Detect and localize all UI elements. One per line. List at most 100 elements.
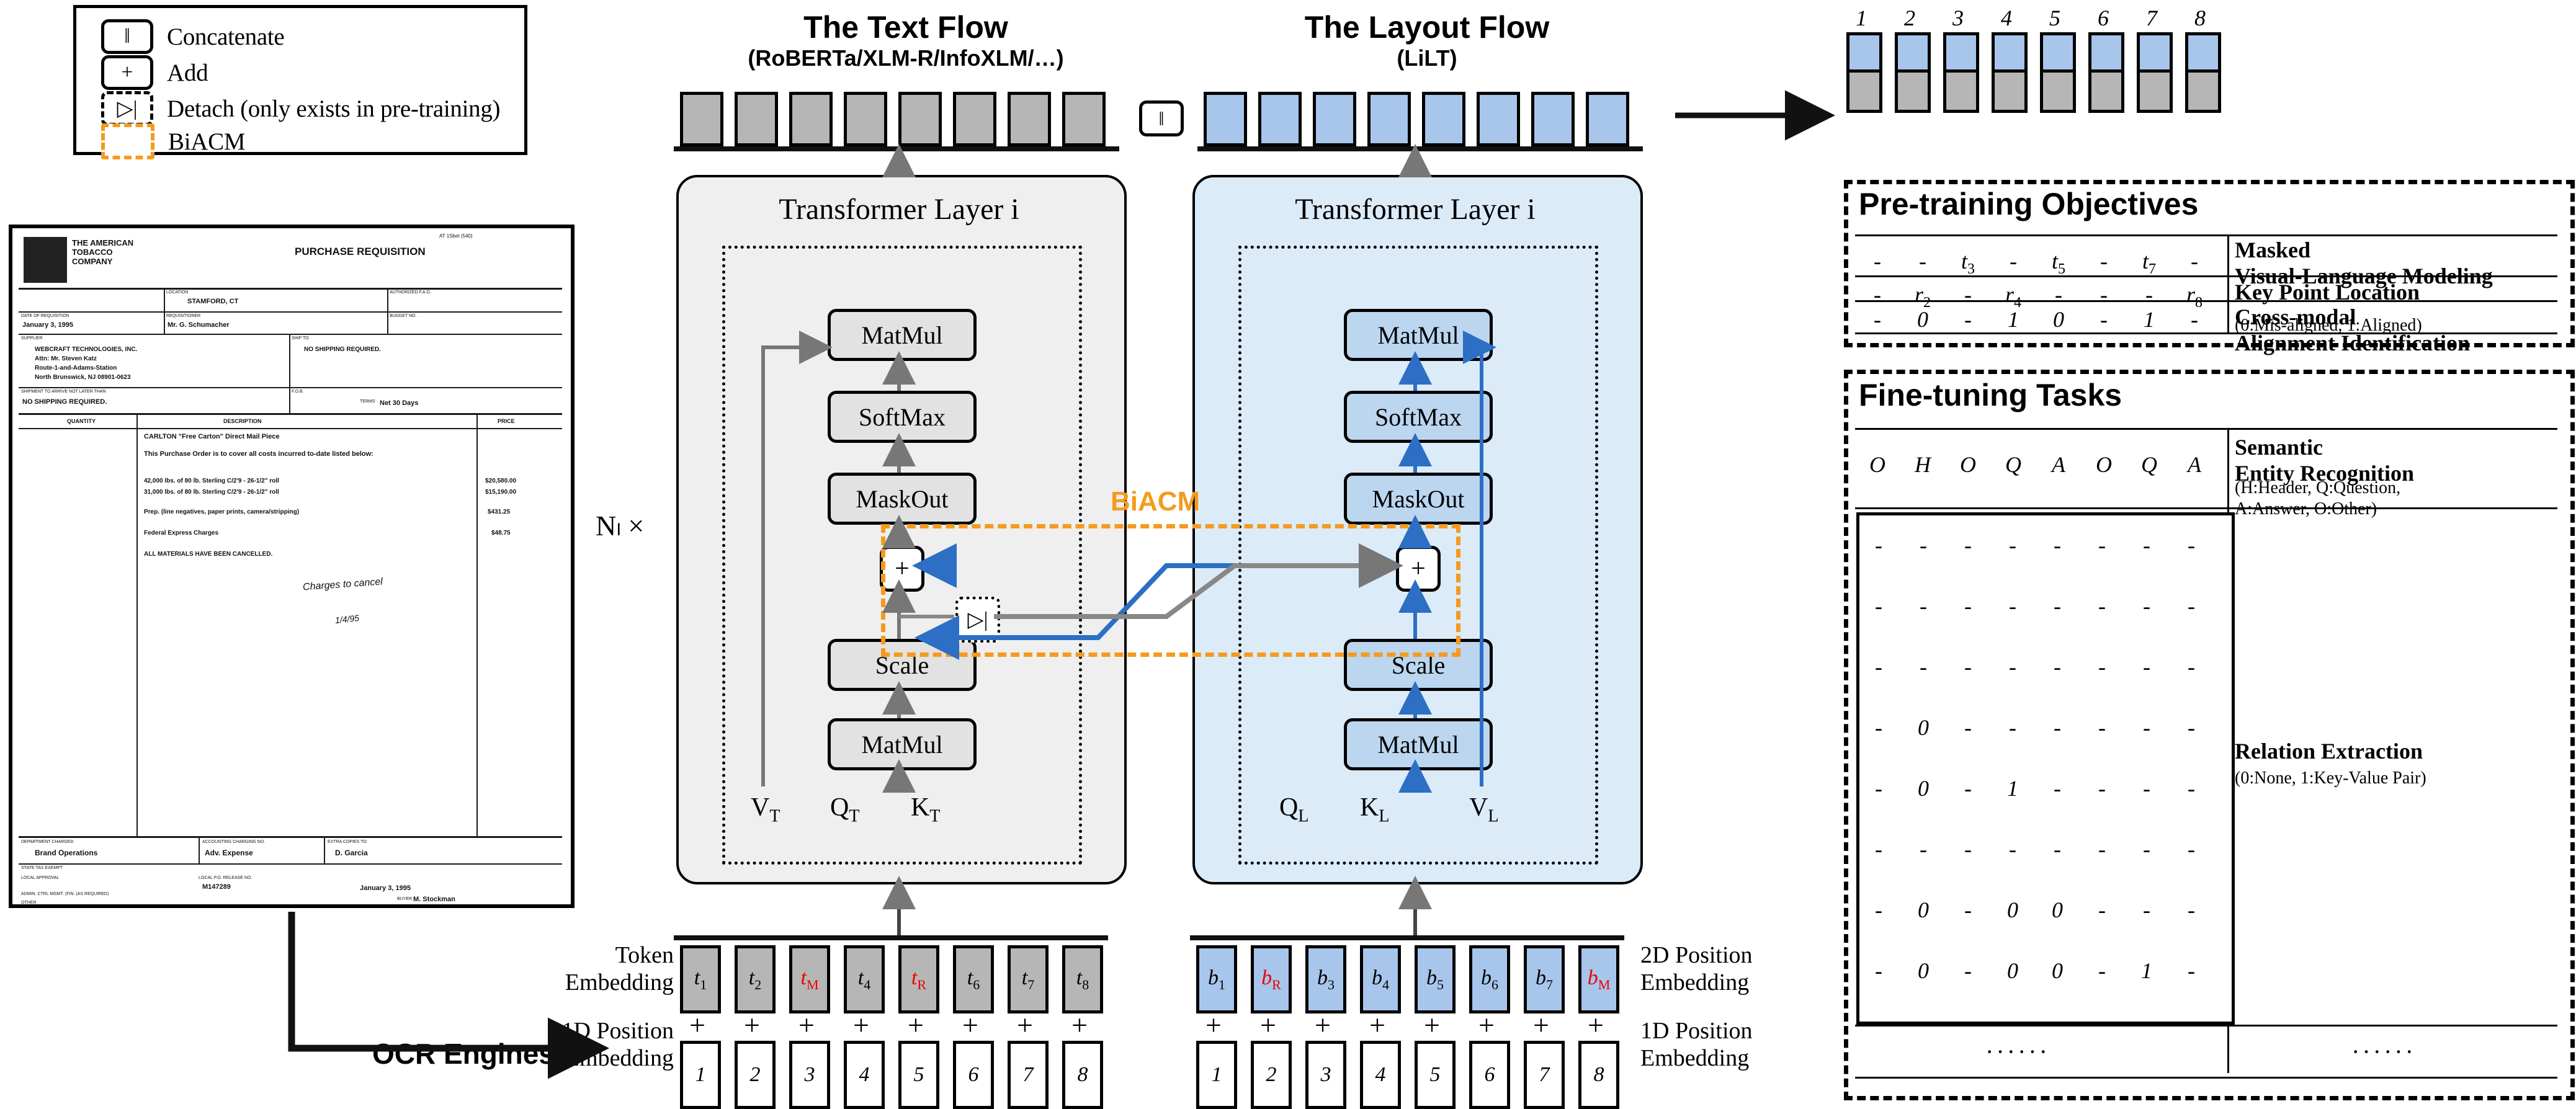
footer-label-other: OTHER [21, 901, 37, 905]
re-cell: 0 [1918, 776, 1929, 801]
table-cell-price: $20,580.00 [485, 478, 517, 484]
re-cell: - [2188, 715, 2195, 740]
legend-label-add: Add [167, 59, 208, 86]
pretraining-cell: t5 [2051, 249, 2065, 278]
re-cell: 0 [2007, 958, 2018, 983]
layout-input-v: VL [1469, 793, 1499, 826]
re-label: Relation Extraction [2235, 739, 2423, 764]
company-name: THE AMERICAN TOBACCO COMPANY [72, 238, 134, 266]
pretraining-cell: 1 [2144, 307, 2155, 332]
pretraining-cell: - [1874, 282, 1881, 307]
pretraining-cell: - [2191, 307, 2198, 332]
ser-cell: O [2096, 452, 2112, 477]
text-flow-subtitle: (RoBERTa/XLM-R/InfoXLM/…) [748, 45, 1064, 71]
re-cell: - [1964, 533, 1972, 558]
output-bar-number: 6 [2098, 6, 2109, 30]
re-cell: - [1964, 654, 1972, 679]
pos2d-embedding-label-right: 2D Position Embedding [1640, 942, 1753, 995]
re-cell: 0 [2052, 897, 2063, 922]
plus-symbol: + [1478, 1009, 1495, 1041]
re-cell: - [1920, 533, 1927, 558]
re-cell: - [1964, 715, 1972, 740]
footer-value-buyer: M. Stockman [413, 896, 455, 903]
layout-flow-header: The Layout Flow (LiLT) [1191, 10, 1663, 72]
re-cell: - [1964, 837, 1972, 862]
re-cell: 0 [2007, 897, 2018, 922]
re-cell: - [2143, 533, 2150, 558]
layout-output-token [1477, 92, 1520, 146]
text-op-matmul-top: MatMul [828, 309, 977, 361]
layout-embedding-underline [1190, 935, 1624, 940]
re-cell: - [1920, 594, 1927, 618]
re-cell: - [2188, 594, 2195, 618]
output-bar-number: 4 [2001, 6, 2012, 30]
layout-op-matmul-top: MatMul [1344, 309, 1493, 361]
text-output-token [953, 92, 996, 146]
layout-strip-underline [1197, 146, 1643, 151]
pretraining-cell: r4 [2005, 282, 2021, 311]
position-embedding-cell: 3 [789, 1041, 830, 1109]
token-embedding-cell: bM [1578, 945, 1619, 1013]
layout-op-matmul-bottom: MatMul [1344, 718, 1493, 770]
token-embedding-cell: b3 [1305, 945, 1346, 1013]
re-cell: - [1964, 897, 1972, 922]
legend-item-concatenate: ‖ Concatenate [101, 19, 285, 54]
position-embedding-cell: 1 [680, 1041, 721, 1109]
re-cell: 0 [1918, 715, 1929, 740]
text-input-v: VT [751, 793, 780, 826]
doc-corner-ref: AT 1Sbet (540) [439, 233, 473, 239]
token-embedding-cell: t8 [1062, 945, 1103, 1013]
field-label-supplier: SUPPLIER [21, 336, 43, 341]
ser-cell: Q [2005, 452, 2021, 477]
field-value-arrive: NO SHIPPING REQUIRED. [22, 398, 107, 406]
re-cell: - [2009, 715, 2016, 740]
pretraining-cell: - [1964, 307, 1972, 332]
position-embedding-cell: 8 [1578, 1041, 1619, 1109]
biacm-icon [101, 123, 154, 159]
re-cell: - [2188, 533, 2195, 558]
pretraining-note-cmai: (0:Mis-aligned, 1:Aligned) [2235, 316, 2422, 335]
layer-repeat-label: Nₗ × [596, 510, 645, 541]
table-row: 42,000 lbs. of 80 lb. Sterling C/2'9 - 2… [144, 478, 279, 484]
pos1d-embedding-label-right: 1D Position Embedding [1640, 1018, 1753, 1071]
re-cell: - [2098, 533, 2106, 558]
concatenate-icon: ‖ [101, 19, 153, 54]
text-op-matmul-bottom: MatMul [828, 718, 977, 770]
field-label-authorized: AUTHORIZED F.A.O. [390, 290, 431, 295]
ser-label: Semantic Entity Recognition [2235, 435, 2415, 486]
layout-output-token [1422, 92, 1465, 146]
re-cell: - [2054, 654, 2061, 679]
re-cell: - [2098, 594, 2106, 618]
pretraining-cell: t3 [1961, 249, 1975, 278]
table-cell-price: $15,190.00 [485, 489, 517, 496]
re-cell: - [1875, 776, 1882, 801]
layout-output-token [1531, 92, 1575, 146]
plus-symbol: + [1205, 1009, 1222, 1041]
relation-extraction-matrix-box [1856, 512, 2235, 1025]
dots-left: ······ [1985, 1038, 2050, 1066]
re-cell: - [2098, 776, 2106, 801]
field-label-location: LOCATION [166, 290, 189, 295]
plus-symbol: + [744, 1009, 760, 1041]
field-label-budget: BUDGET NO. [390, 314, 417, 318]
layout-input-k: KL [1360, 793, 1390, 826]
position-embedding-cell: 3 [1305, 1041, 1346, 1109]
footer-label-local: LOCAL APPROVAL [21, 876, 60, 880]
table-cell-price: $48.75 [491, 530, 511, 537]
layout-op-maskout: MaskOut [1344, 473, 1493, 525]
pretraining-cell: - [2100, 307, 2108, 332]
position-embedding-cell: 7 [1524, 1041, 1565, 1109]
ser-cell: H [1915, 452, 1931, 477]
output-bar [2088, 32, 2124, 113]
legend-label-detach: Detach (only exists in pre-training) [167, 95, 501, 122]
pretraining-label-kpl: Key Point Location [2235, 280, 2420, 305]
text-embedding-underline [674, 935, 1108, 940]
output-bar-number: 2 [1904, 6, 1915, 30]
ser-cell: Q [2141, 452, 2157, 477]
handwritten-note: Charges to cancel [302, 576, 383, 593]
re-cell: - [2054, 776, 2061, 801]
re-note: (0:None, 1:Key-Value Pair) [2235, 768, 2426, 788]
company-logo [24, 237, 67, 283]
field-label-shipto: SHIP TO [292, 336, 309, 341]
re-cell: - [2098, 958, 2106, 983]
